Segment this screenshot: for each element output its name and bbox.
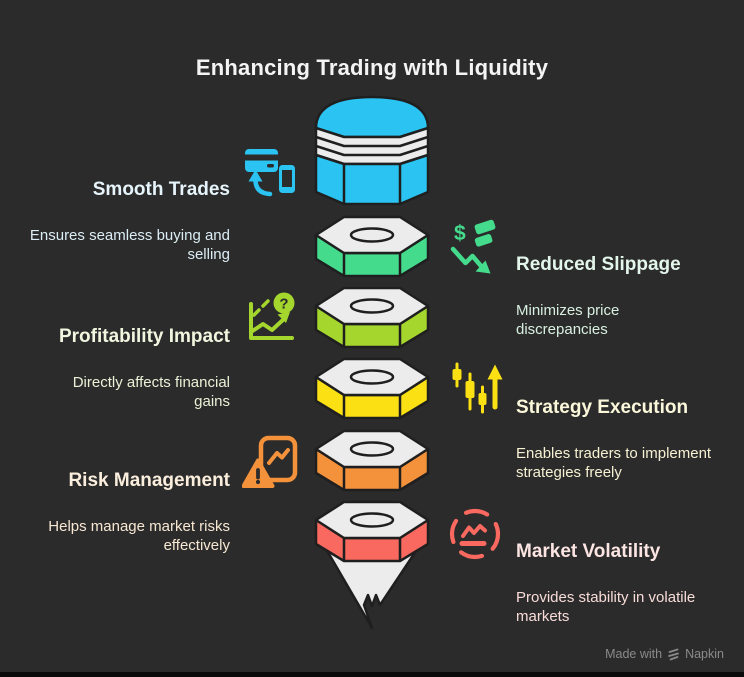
- dollar-slippage-arrow-icon: $: [448, 219, 504, 275]
- page-title: Enhancing Trading with Liquidity: [195, 54, 549, 80]
- funnel-level-strategy-execution: [314, 357, 430, 420]
- made-with-text: Made with: [605, 647, 663, 661]
- napkin-credit-link[interactable]: Made with Napkin: [605, 647, 724, 661]
- arrow-head: [475, 260, 491, 274]
- section-description: Provides stability in volatile markets: [516, 588, 696, 625]
- section-description: Helps manage market risks effectively: [48, 517, 230, 554]
- candlestick-up-arrow-icon: [448, 362, 504, 418]
- section-description: Directly affects financial gains: [72, 373, 230, 410]
- chart-axes: [249, 302, 294, 340]
- arrow-head: [487, 364, 503, 380]
- section-title: Reduced Slippage: [516, 254, 681, 275]
- section-smooth-trades: Smooth Trades Ensures seamless buying an…: [8, 144, 298, 282]
- funnel-level-risk-management: [314, 429, 430, 492]
- arrow-head: [248, 169, 263, 182]
- section-title: Market Volatility: [516, 541, 661, 562]
- funnel-level-market-volatility: [314, 500, 430, 563]
- card-to-phone-transfer-icon: [242, 144, 298, 200]
- section-risk-management: Risk Management Helps manage market risk…: [8, 435, 298, 573]
- liquidity-funnel-diagram: [314, 95, 430, 630]
- section-strategy-execution: Strategy Execution Enables traders to im…: [448, 362, 744, 500]
- funnel-level-reduced-slippage: [314, 215, 430, 278]
- funnel-level-smooth-trades: [314, 95, 430, 206]
- document-warning-icon: [242, 435, 298, 491]
- section-market-volatility: Market Volatility Provides stability in …: [448, 506, 744, 644]
- chart-question-icon: ?: [242, 291, 298, 347]
- section-profitability-impact: Profitability Impact Directly affects fi…: [8, 291, 298, 429]
- candle-1: [452, 369, 462, 380]
- arrow-head: [277, 312, 290, 323]
- section-title: Smooth Trades: [92, 179, 230, 200]
- candle-3: [478, 393, 487, 405]
- section-title: Risk Management: [68, 470, 230, 491]
- dashed-ring: [449, 508, 501, 560]
- section-title: Strategy Execution: [516, 397, 689, 418]
- funnel-spout-cone: [320, 540, 424, 630]
- question-badge: [273, 292, 295, 314]
- section-description: Minimizes price discrepancies: [516, 301, 620, 338]
- question-glyph: ?: [279, 296, 288, 313]
- document: [258, 435, 298, 483]
- bottom-edge-bar: [0, 672, 744, 677]
- candle-2: [465, 381, 475, 398]
- section-description: Enables traders to implement strategies …: [516, 444, 712, 481]
- napkin-logo-icon: [668, 648, 679, 660]
- brand-text: Napkin: [685, 647, 724, 661]
- section-title: Profitability Impact: [58, 326, 230, 347]
- section-description: Ensures seamless buying and selling: [29, 226, 230, 263]
- funnel-level-profitability-impact: [314, 286, 430, 349]
- dollar-glyph: $: [454, 222, 466, 245]
- section-reduced-slippage: $ Reduced Slippage Minimizes price discr…: [448, 219, 744, 357]
- dashed-circle-chart-icon: [448, 506, 504, 562]
